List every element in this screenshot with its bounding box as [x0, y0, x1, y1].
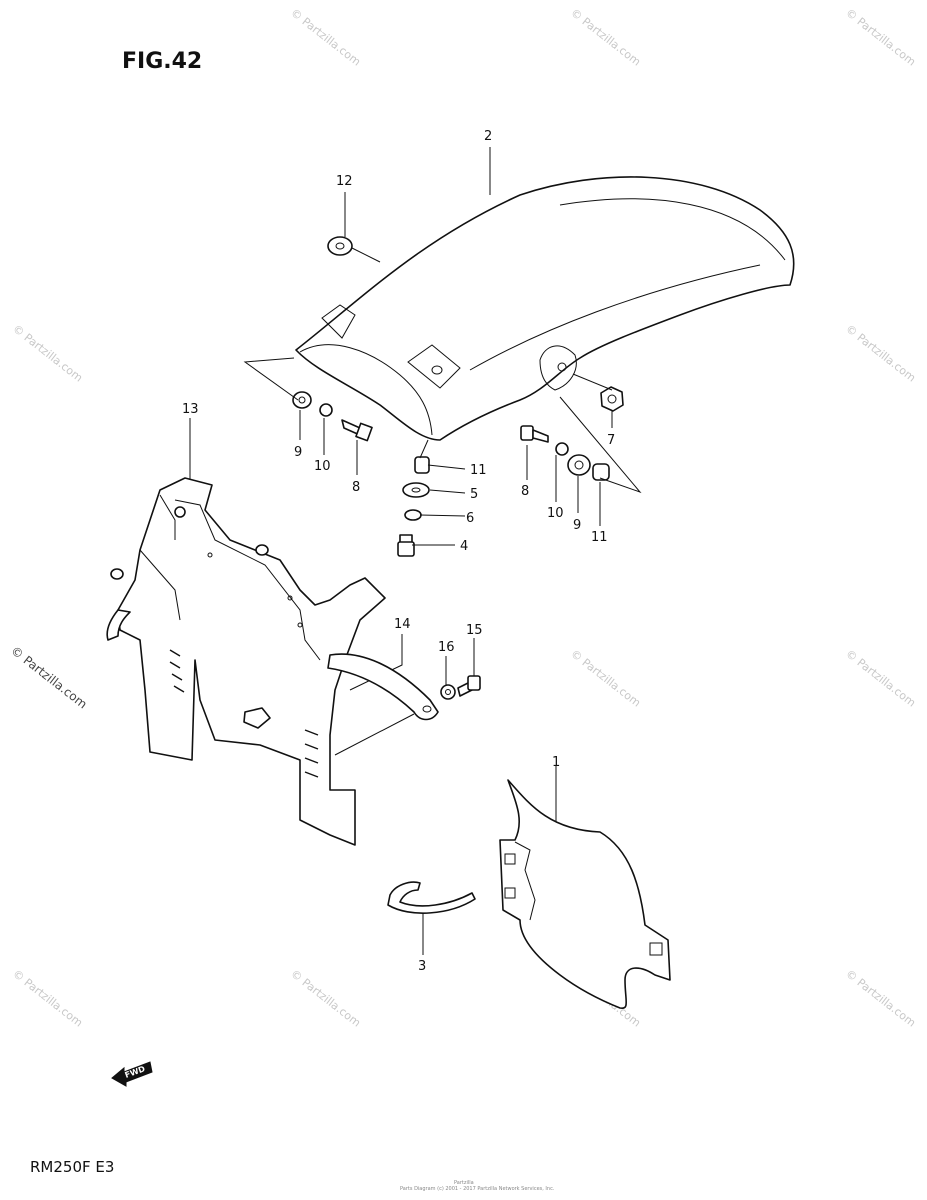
- callout-10-left: 10: [314, 459, 331, 474]
- washer-hole: [574, 460, 584, 470]
- side-cover-left: [106, 477, 386, 846]
- fender-mount-tab: [407, 344, 461, 389]
- callout-14: 14: [394, 617, 411, 632]
- watermark-text: © Partzilla.com: [288, 967, 363, 1030]
- collar-11-right: [592, 463, 610, 481]
- bolt-8-right-head: [520, 425, 534, 441]
- leader-lines: [189, 147, 642, 955]
- bolt-8-left-head: [355, 422, 373, 442]
- side-cover-body: [117, 477, 386, 846]
- lock-washer-10-left: [319, 403, 333, 417]
- side-panel-edge: [514, 841, 536, 921]
- watermark-layer: © Partzilla.com © Partzilla.com © Partzi…: [8, 6, 918, 1030]
- stay-bracket: [327, 653, 439, 721]
- clip: [387, 881, 476, 914]
- footer-line-1: Partzilla: [454, 1180, 474, 1186]
- watermark-text: © Partzilla.com: [10, 322, 85, 385]
- nut-hole: [607, 394, 617, 404]
- fender-mount-tab: [321, 304, 356, 339]
- callout-6: 6: [466, 511, 474, 526]
- callout-8-left: 8: [352, 480, 360, 495]
- washer-9-right: [567, 454, 591, 476]
- callout-3: 3: [418, 959, 426, 974]
- callout-11-center: 11: [470, 463, 487, 478]
- washer-12: [327, 236, 353, 256]
- callout-9-left: 9: [294, 445, 302, 460]
- watermark-text: © Partzilla.com: [843, 647, 918, 710]
- nut-7: [600, 386, 624, 412]
- watermark-text-dark: © Partzilla.com: [8, 643, 90, 711]
- side-cover-edge: [174, 499, 321, 661]
- fender-inner-edge: [299, 344, 433, 436]
- fwd-arrow-icon: [111, 1061, 153, 1087]
- callout-16: 16: [438, 640, 455, 655]
- collar-11-center: [414, 456, 430, 474]
- washer-9-left: [292, 391, 312, 409]
- watermark-text: © Partzilla.com: [843, 6, 918, 69]
- right-hardware: [520, 386, 624, 481]
- side-panel-right: [499, 779, 671, 1009]
- side-cover-edge: [159, 494, 176, 540]
- callout-11-right: 11: [591, 530, 608, 545]
- lock-washer-6: [404, 509, 422, 521]
- clip-3: [387, 881, 476, 914]
- watermark-text: © Partzilla.com: [843, 967, 918, 1030]
- bolt-8-right-shank: [532, 429, 549, 443]
- watermark-text: © Partzilla.com: [568, 6, 643, 69]
- screw-4-body: [397, 541, 415, 557]
- grommet: [174, 506, 186, 518]
- left-hardware: [292, 391, 373, 442]
- fwd-arrow: FWD: [111, 1061, 153, 1087]
- stay-bracket-14: [327, 653, 439, 756]
- side-panel-body: [499, 779, 671, 1009]
- model-code: RM250F E3: [30, 1158, 114, 1176]
- washer-hole: [411, 487, 421, 493]
- watermark-text: © Partzilla.com: [843, 322, 918, 385]
- watermark-text: © Partzilla.com: [288, 6, 363, 69]
- grommet: [255, 544, 269, 556]
- callout-8-right: 8: [521, 484, 529, 499]
- fender-side-line: [469, 264, 761, 371]
- washer-5: [402, 482, 430, 498]
- side-cover-tab: [243, 707, 271, 729]
- watermark-text: © Partzilla.com: [568, 647, 643, 710]
- callout-5: 5: [470, 487, 478, 502]
- fender-hole: [557, 362, 567, 372]
- center-hardware: [397, 456, 430, 557]
- callout-numbers: 2 12 9 10 8 11 5 6 4 7 8 10 9 11 13 14 1…: [182, 129, 615, 974]
- washer-hole: [335, 242, 345, 250]
- callout-7: 7: [607, 433, 615, 448]
- washer: [327, 236, 353, 256]
- fender-side-mount: [539, 345, 577, 391]
- callout-10-right: 10: [547, 506, 564, 521]
- callout-12: 12: [336, 174, 353, 189]
- callout-1: 1: [552, 755, 560, 770]
- bolt-15-head: [467, 675, 481, 691]
- callout-9-right: 9: [573, 518, 581, 533]
- callout-4: 4: [460, 539, 468, 554]
- side-cover-hook: [106, 609, 131, 641]
- rear-fender: [295, 176, 795, 441]
- figure-title: FIG.42: [122, 49, 202, 74]
- callout-2: 2: [484, 129, 492, 144]
- washer-16: [440, 684, 456, 700]
- fender-top-ridge: [559, 198, 786, 261]
- fender-hole: [431, 365, 443, 375]
- lock-washer-10-right: [555, 442, 569, 456]
- bracket-hardware: [440, 675, 481, 700]
- callout-13: 13: [182, 402, 199, 417]
- side-cover-edge: [139, 549, 181, 621]
- callout-15: 15: [466, 623, 483, 638]
- footer-line-2: Parts Diagram (c) 2001 - 2017 Partzilla …: [400, 1186, 555, 1192]
- fender-body: [295, 176, 795, 441]
- grommet: [110, 568, 124, 580]
- washer-hole: [298, 396, 306, 404]
- watermark-text: © Partzilla.com: [10, 967, 85, 1030]
